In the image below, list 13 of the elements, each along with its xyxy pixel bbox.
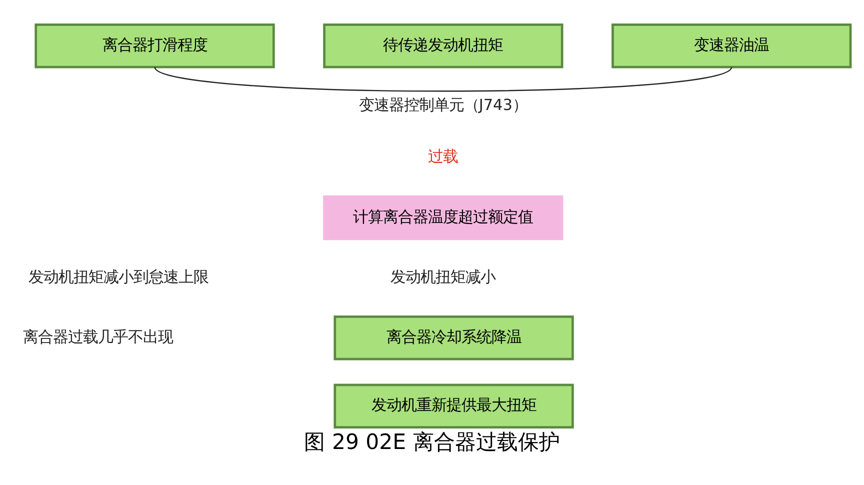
caption: 图 29 02E 离合器过载保护 xyxy=(304,428,560,454)
node-box: 发动机重新提供最大扭矩 xyxy=(334,384,574,428)
node-box: 离合器打滑程度 xyxy=(34,24,275,68)
node-box: 离合器冷却系统降温 xyxy=(334,315,574,360)
label: 变速器控制单元（J743） xyxy=(358,96,528,114)
node-box: 计算离合器温度超过额定值 xyxy=(323,195,564,240)
label: 发动机扭矩减小到怠速上限 xyxy=(28,268,208,286)
connector xyxy=(154,66,732,92)
node-box: 待传递发动机扭矩 xyxy=(323,24,564,68)
label: 过载 xyxy=(428,148,458,166)
node-box: 变速器油温 xyxy=(612,24,852,68)
label: 发动机扭矩减小 xyxy=(390,268,496,286)
label: 离合器过载几乎不出现 xyxy=(23,328,174,346)
